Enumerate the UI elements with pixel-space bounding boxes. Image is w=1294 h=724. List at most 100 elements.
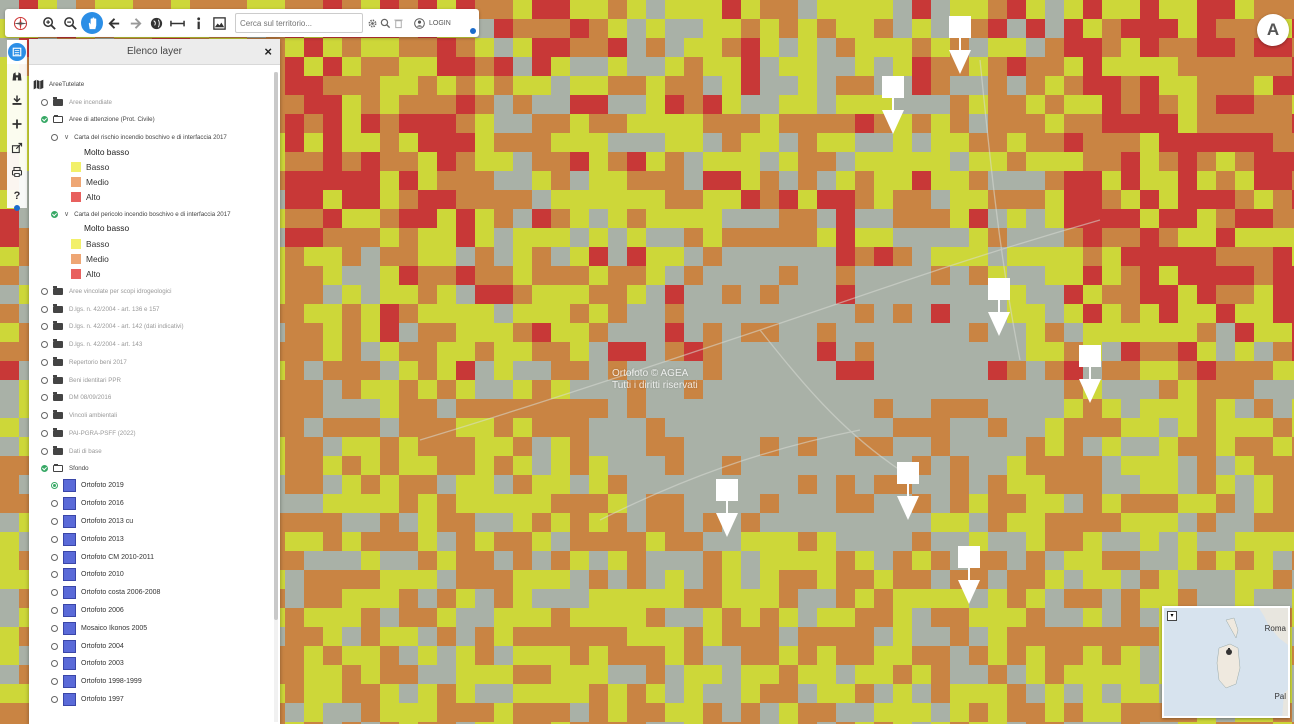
layer-toggle[interactable] — [41, 411, 48, 419]
basemap-radio[interactable] — [51, 677, 58, 685]
trash-icon[interactable] — [392, 12, 404, 34]
basemap-item[interactable]: Ortofoto 2016 — [51, 496, 124, 510]
folder-icon — [53, 285, 63, 295]
layer-group[interactable]: Vincoli ambientali — [41, 408, 117, 422]
forward-arrow-icon[interactable] — [125, 12, 145, 34]
hazard-cell — [836, 589, 855, 608]
layer-toggle[interactable] — [51, 210, 58, 218]
basemap-radio[interactable] — [51, 481, 58, 489]
layer-group[interactable]: Sfondo — [41, 461, 89, 475]
basemap-item[interactable]: Ortofoto 2013 — [51, 532, 124, 546]
hazard-cell — [1197, 190, 1216, 209]
layer-group[interactable]: Aree incendiate — [41, 95, 112, 109]
layer-toggle[interactable] — [51, 133, 58, 141]
basemap-radio[interactable] — [51, 588, 58, 596]
close-icon[interactable]: × — [264, 44, 272, 59]
zoom-in-icon[interactable] — [39, 12, 59, 34]
overview-minimap[interactable]: ▾ Roma Pal — [1162, 606, 1290, 718]
search-icon[interactable] — [379, 12, 391, 34]
download-button[interactable] — [7, 88, 27, 112]
basemap-item[interactable]: Ortofoto 2010 — [51, 567, 124, 581]
basemap-item[interactable]: Ortofoto 2006 — [51, 603, 124, 617]
layer-group[interactable]: Aree di attenzione (Prot. Civile) — [41, 112, 155, 126]
basemap-radio[interactable] — [51, 695, 58, 703]
print-button[interactable] — [7, 160, 27, 184]
layer-toggle[interactable] — [41, 376, 48, 384]
layer-group[interactable]: PAI-PGRA-PSFF (2022) — [41, 426, 136, 440]
layer-item[interactable]: ∨ Carta del rischio incendio boschivo e … — [51, 130, 227, 144]
search-input[interactable] — [236, 14, 356, 32]
image-icon[interactable] — [209, 12, 229, 34]
measure-icon[interactable] — [167, 12, 187, 34]
chevron-down-icon[interactable]: ∨ — [64, 211, 70, 218]
binoculars-button[interactable] — [7, 64, 27, 88]
chevron-down-icon[interactable]: ∨ — [64, 134, 70, 141]
add-button[interactable] — [7, 112, 27, 136]
info-icon[interactable] — [188, 12, 208, 34]
layers-button[interactable] — [7, 40, 27, 64]
basemap-item[interactable]: Ortofoto costa 2006-2008 — [51, 585, 160, 599]
basemap-radio[interactable] — [51, 659, 58, 667]
hazard-cell — [1197, 209, 1216, 228]
hazard-cell — [589, 399, 608, 418]
layer-group[interactable]: Repertorio beni 2017 — [41, 355, 127, 369]
hazard-cell — [931, 114, 950, 133]
panel-scrollbar[interactable] — [274, 72, 278, 722]
basemap-radio[interactable] — [51, 642, 58, 650]
hazard-cell — [1178, 114, 1197, 133]
globe-icon[interactable] — [146, 12, 166, 34]
layer-group[interactable]: Dati di base — [41, 444, 102, 458]
layer-group[interactable]: DM 08/09/2016 — [41, 390, 111, 404]
share-button[interactable] — [7, 136, 27, 160]
hazard-cell — [760, 171, 779, 190]
layer-toggle[interactable] — [41, 98, 48, 106]
layer-toggle[interactable] — [41, 115, 48, 123]
basemap-radio[interactable] — [51, 553, 58, 561]
minimap-toggle-icon[interactable]: ▾ — [1167, 611, 1177, 621]
layer-toggle[interactable] — [41, 358, 48, 366]
hazard-cell — [969, 361, 988, 380]
basemap-radio[interactable] — [51, 606, 58, 614]
basemap-item[interactable]: Ortofoto 2003 — [51, 656, 124, 670]
layer-toggle[interactable] — [41, 429, 48, 437]
basemap-radio[interactable] — [51, 624, 58, 632]
login-button[interactable]: LOGIN — [414, 17, 451, 29]
layer-group[interactable]: Aree vincolate per scopi idrogeologici — [41, 284, 172, 298]
basemap-item[interactable]: Ortofoto 2019 — [51, 478, 124, 492]
basemap-item[interactable]: Ortofoto 2004 — [51, 639, 124, 653]
pan-hand-icon[interactable] — [81, 12, 103, 34]
layer-group[interactable]: D.lgs. n. 42/2004 - art. 142 (dati indic… — [41, 319, 184, 333]
layer-toggle[interactable] — [41, 447, 48, 455]
basemap-radio[interactable] — [51, 570, 58, 578]
layer-toggle[interactable] — [41, 305, 48, 313]
basemap-item[interactable]: Ortofoto 1998-1999 — [51, 674, 142, 688]
layer-item[interactable]: ∨ Carta del pericolo incendio boschivo e… — [51, 207, 231, 221]
basemap-radio[interactable] — [51, 499, 58, 507]
layer-group[interactable]: Beni identitari PPR — [41, 373, 121, 387]
layer-root[interactable]: AreeTutelate — [33, 77, 84, 91]
layer-toggle[interactable] — [41, 393, 48, 401]
basemap-item[interactable]: Mosaico Ikonos 2005 — [51, 621, 147, 635]
layer-toggle[interactable] — [41, 287, 48, 295]
scrollbar-thumb[interactable] — [274, 72, 278, 620]
layer-toggle[interactable] — [41, 464, 48, 472]
basemap-item[interactable]: Ortofoto 2013 cu — [51, 514, 133, 528]
basemap-item[interactable]: Ortofoto CM 2010-2011 — [51, 550, 154, 564]
basemap-radio[interactable] — [51, 535, 58, 543]
basemap-radio[interactable] — [51, 517, 58, 525]
hazard-cell — [646, 608, 665, 627]
gear-icon[interactable] — [366, 12, 378, 34]
hazard-cell — [1140, 513, 1159, 532]
basemap-item[interactable]: Ortofoto 1997 — [51, 692, 124, 706]
hazard-cell — [608, 285, 627, 304]
zoom-out-icon[interactable] — [60, 12, 80, 34]
help-button[interactable]: ? — [7, 184, 27, 208]
back-arrow-icon[interactable] — [104, 12, 124, 34]
layer-toggle[interactable] — [41, 322, 48, 330]
compass-rose-icon[interactable] — [8, 12, 32, 34]
layer-group[interactable]: D.lgs. n. 42/2004 - art. 136 e 157 — [41, 302, 159, 316]
layer-group[interactable]: D.lgs. n. 42/2004 - art. 143 — [41, 337, 142, 351]
hazard-cell — [1159, 19, 1178, 38]
layer-toggle[interactable] — [41, 340, 48, 348]
north-arrow-button[interactable]: A — [1257, 14, 1289, 46]
